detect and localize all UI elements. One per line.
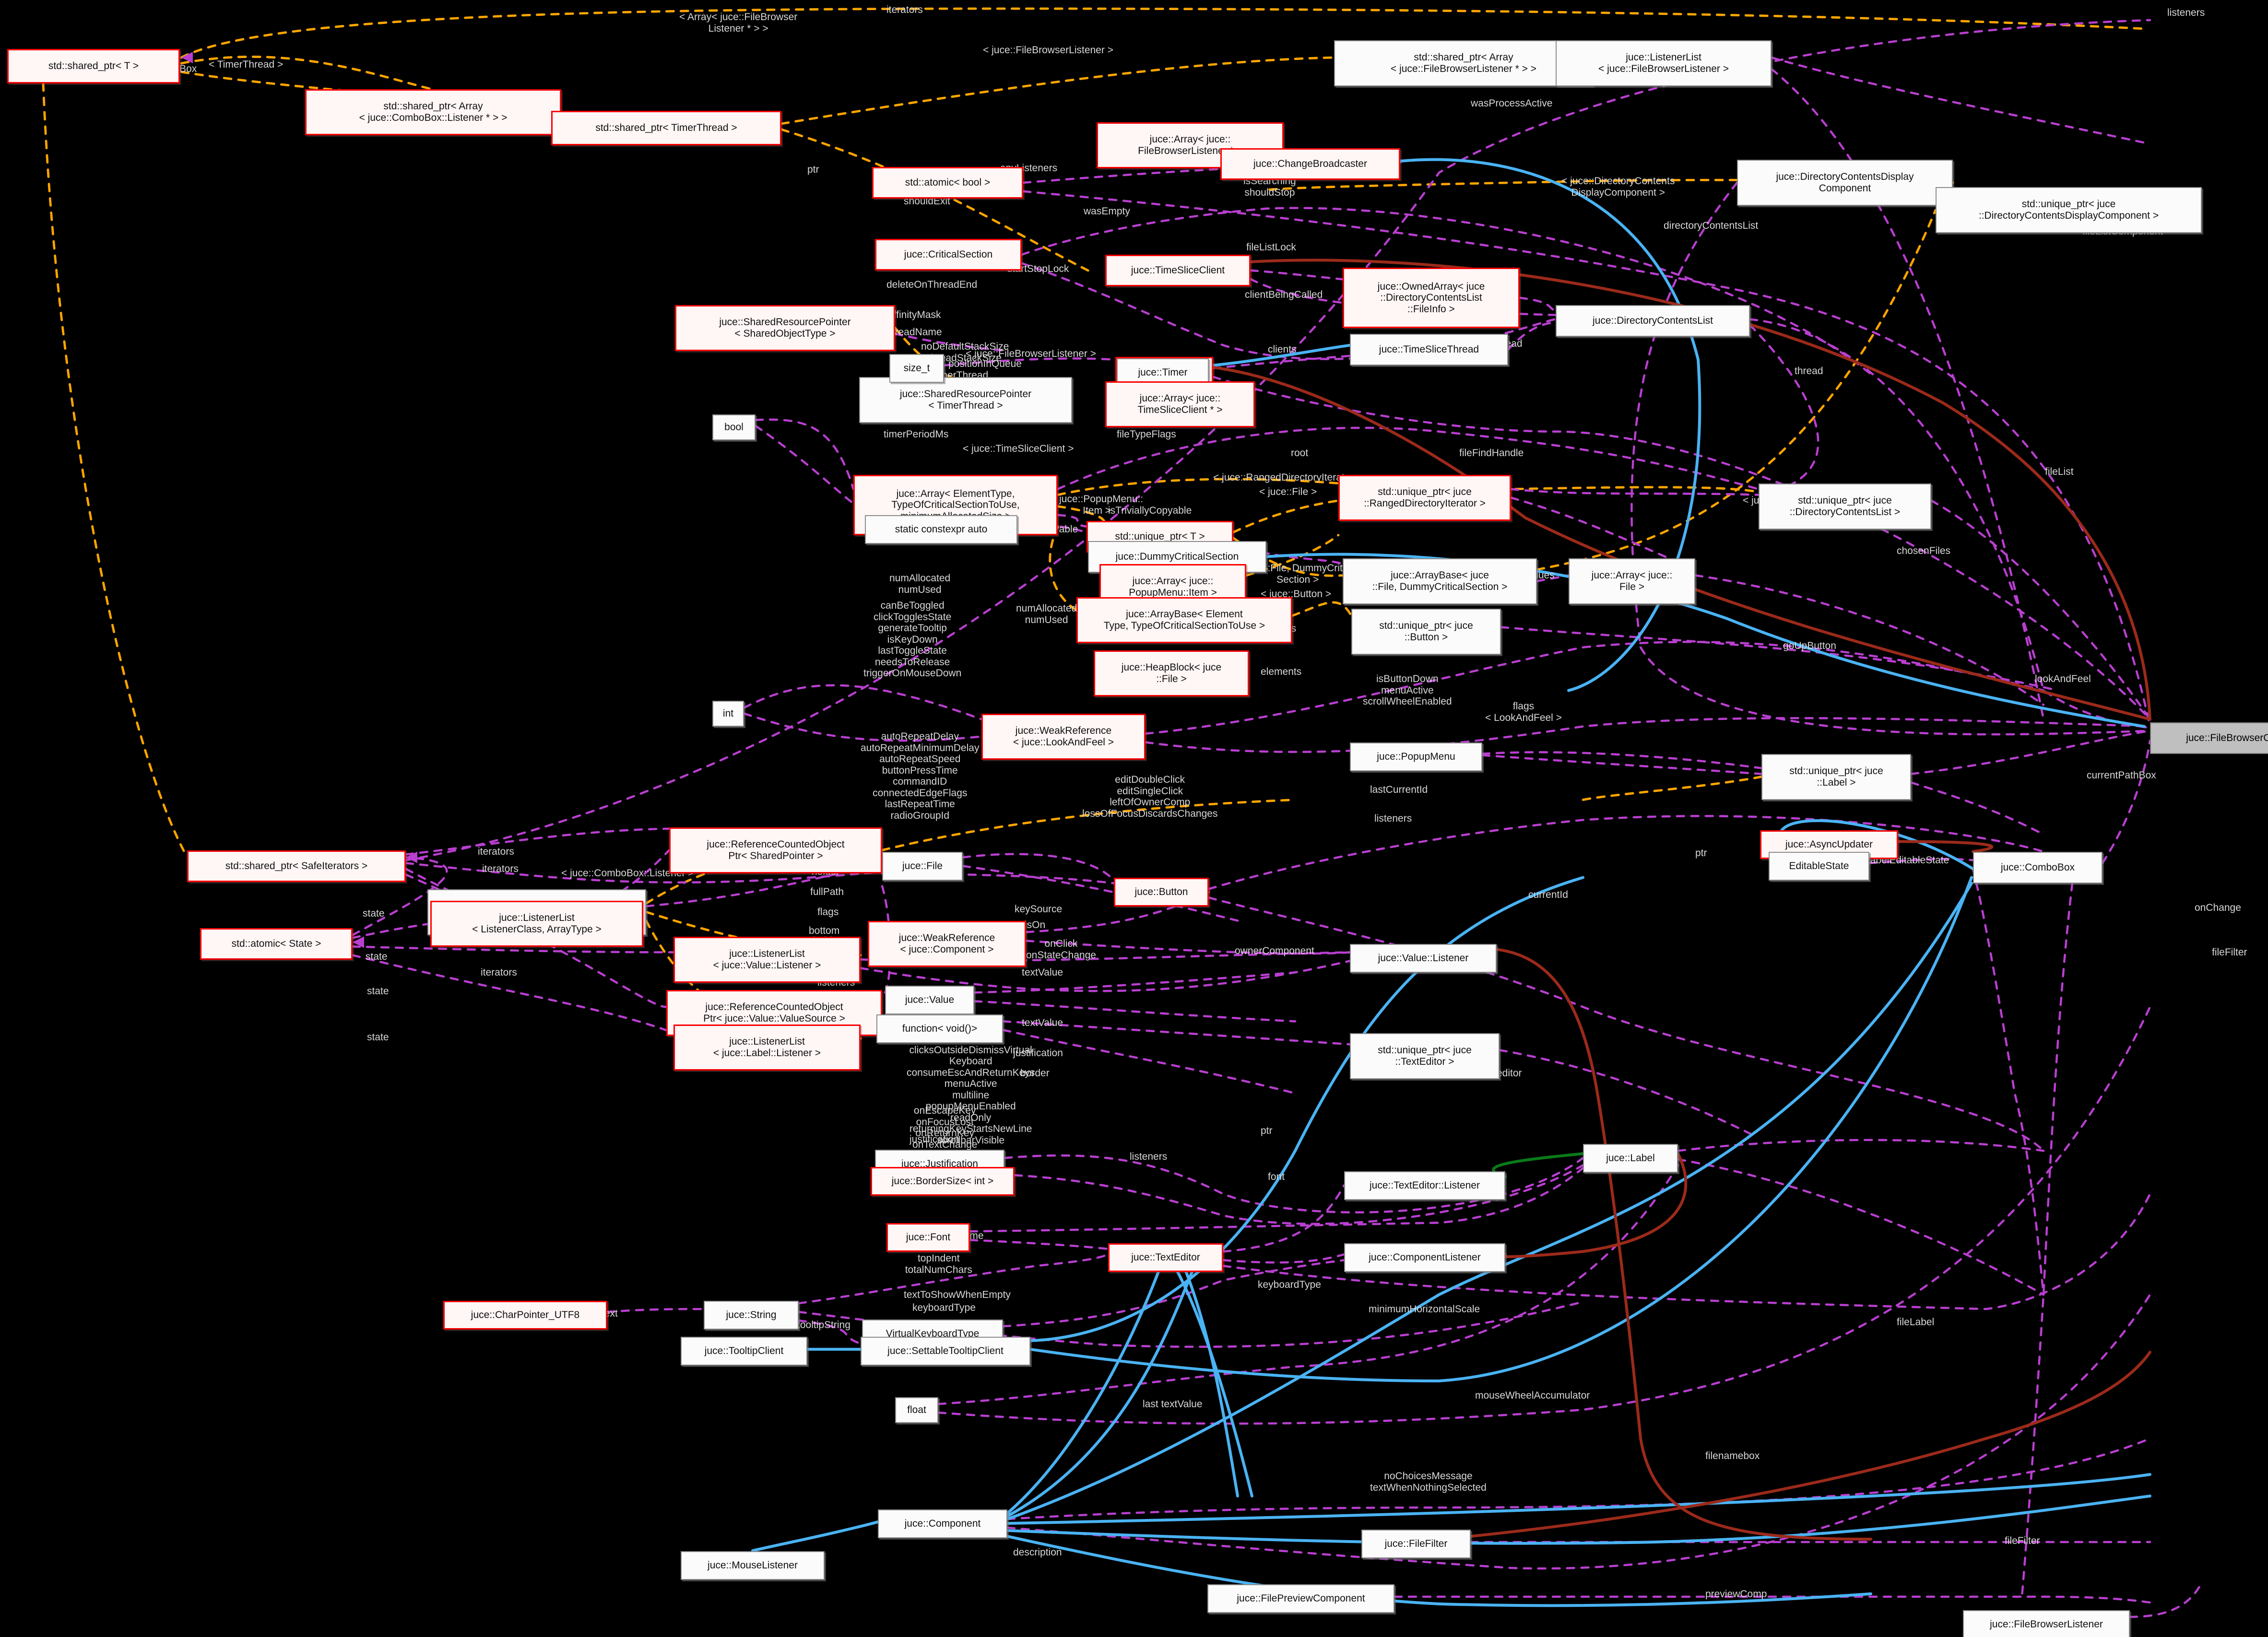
class-node[interactable]: juce::String bbox=[704, 1301, 799, 1330]
class-node[interactable]: juce::OwnedArray< juce ::DirectoryConten… bbox=[1343, 268, 1520, 328]
class-node[interactable]: juce::Font bbox=[886, 1223, 970, 1252]
class-node[interactable]: juce::SharedResourcePointer < SharedObje… bbox=[675, 305, 895, 351]
class-node[interactable]: juce::TooltipClient bbox=[681, 1337, 807, 1366]
class-node[interactable]: juce::TextEditor::Listener bbox=[1344, 1171, 1505, 1200]
class-node[interactable]: juce::CriticalSection bbox=[875, 239, 1022, 271]
class-node[interactable]: size_t bbox=[889, 354, 944, 383]
class-node[interactable]: std::shared_ptr< SafeIterators > bbox=[187, 850, 406, 882]
class-node[interactable]: juce::ListenerList < ListenerClass, Arra… bbox=[430, 901, 643, 947]
class-node[interactable]: int bbox=[712, 701, 744, 727]
class-node[interactable]: juce::ListenerList < juce::Label::Listen… bbox=[673, 1025, 861, 1071]
class-node[interactable]: juce::DirectoryContentsDisplay Component bbox=[1737, 160, 1953, 206]
class-node[interactable]: float bbox=[895, 1397, 938, 1423]
class-node[interactable]: juce::CharPointer_UTF8 bbox=[443, 1301, 607, 1330]
class-node[interactable]: std::shared_ptr< Array < juce::ComboBox:… bbox=[305, 89, 561, 135]
class-node[interactable]: juce::Value bbox=[885, 986, 974, 1014]
class-node[interactable]: juce::ChangeBroadcaster bbox=[1220, 148, 1400, 180]
class-node[interactable]: EditableState bbox=[1769, 852, 1869, 881]
class-node[interactable]: juce::ListenerList < juce::FileBrowserLi… bbox=[1556, 40, 1772, 86]
class-node[interactable]: juce::SettableTooltipClient bbox=[861, 1337, 1030, 1366]
class-node[interactable]: std::unique_ptr< juce ::Button > bbox=[1351, 609, 1501, 655]
class-node[interactable]: function< void()> bbox=[876, 1014, 1003, 1043]
class-node[interactable]: juce::FileFilter bbox=[1361, 1530, 1471, 1558]
class-node[interactable]: std::atomic< State > bbox=[200, 928, 353, 960]
class-node[interactable]: std::unique_ptr< juce ::DirectoryContent… bbox=[1936, 187, 2202, 233]
class-node[interactable]: std::unique_ptr< juce ::Label > bbox=[1761, 754, 1911, 800]
class-node[interactable]: juce::Component bbox=[878, 1509, 1007, 1538]
class-node[interactable]: juce::File bbox=[882, 852, 963, 881]
class-node[interactable]: std::unique_ptr< juce ::DirectoryContent… bbox=[1759, 483, 1931, 530]
class-node[interactable]: std::shared_ptr< Array < juce::FileBrows… bbox=[1334, 40, 1593, 86]
class-node[interactable]: juce::Array< juce:: TimeSliceClient * > bbox=[1105, 381, 1255, 427]
class-node[interactable]: juce::DirectoryContentsList bbox=[1556, 305, 1750, 337]
class-node[interactable]: juce::ReferenceCountedObject Ptr< Shared… bbox=[669, 827, 882, 873]
class-node[interactable]: juce::MouseListener bbox=[681, 1551, 825, 1580]
class-node[interactable]: juce::ComboBox bbox=[1973, 852, 2103, 883]
class-node[interactable]: std::unique_ptr< juce ::RangedDirectoryI… bbox=[1338, 475, 1511, 521]
class-node[interactable]: std::shared_ptr< T > bbox=[7, 49, 180, 83]
class-node[interactable]: juce::TextEditor bbox=[1108, 1243, 1223, 1272]
class-node[interactable]: static constexpr auto bbox=[865, 515, 1017, 544]
class-node[interactable]: juce::FileBrowserComponent bbox=[2150, 722, 2268, 754]
class-node[interactable]: juce::WeakReference < juce::LookAndFeel … bbox=[981, 714, 1146, 760]
class-node[interactable]: juce::ArrayBase< juce ::File, DummyCriti… bbox=[1343, 558, 1537, 604]
class-node[interactable]: juce::WeakReference < juce::Component > bbox=[868, 921, 1026, 967]
class-node[interactable]: juce::SharedResourcePointer < TimerThrea… bbox=[859, 377, 1072, 423]
class-node[interactable]: juce::BorderSize< int > bbox=[871, 1167, 1015, 1196]
class-node[interactable]: juce::FileBrowserListener bbox=[1963, 1610, 2130, 1637]
class-node[interactable]: juce::Array< juce:: File > bbox=[1569, 558, 1695, 604]
class-node[interactable]: bool bbox=[712, 414, 756, 440]
class-node[interactable]: juce::ComponentListener bbox=[1344, 1243, 1505, 1272]
class-node[interactable]: juce::FilePreviewComponent bbox=[1207, 1584, 1394, 1613]
class-node[interactable]: juce::TimeSliceClient bbox=[1105, 255, 1251, 286]
class-node[interactable]: juce::ListenerList < juce::Value::Listen… bbox=[673, 937, 861, 983]
class-node[interactable]: std::shared_ptr< TimerThread > bbox=[551, 111, 781, 145]
class-node[interactable]: juce::TimeSliceThread bbox=[1350, 334, 1508, 365]
class-node[interactable]: juce::ArrayBase< Element Type, TypeOfCri… bbox=[1076, 597, 1292, 643]
class-node[interactable]: std::atomic< bool > bbox=[872, 167, 1023, 199]
class-node[interactable]: juce::PopupMenu bbox=[1350, 742, 1482, 771]
class-node[interactable]: std::unique_ptr< juce ::TextEditor > bbox=[1350, 1033, 1500, 1079]
class-node[interactable]: juce::Button bbox=[1114, 878, 1209, 907]
class-node[interactable]: juce::Label bbox=[1583, 1144, 1678, 1173]
class-node[interactable]: juce::Value::Listener bbox=[1350, 944, 1497, 973]
class-node[interactable]: juce::HeapBlock< juce ::File > bbox=[1094, 650, 1249, 696]
